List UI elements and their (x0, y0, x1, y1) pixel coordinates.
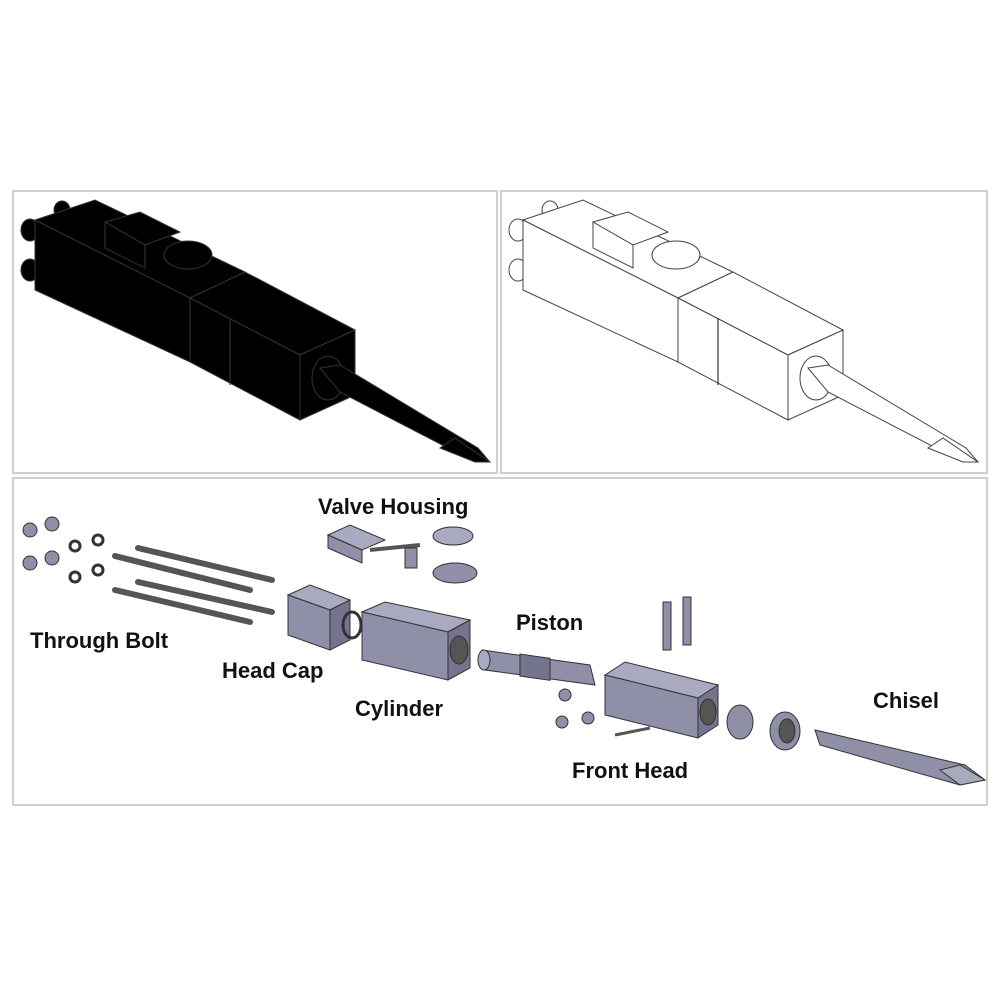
chisel-part (814, 729, 987, 786)
assembled-breaker-solid: .solid .lt{fill:#a9a9c0}.solid .md{fill:… (20, 199, 491, 463)
piston-part (477, 649, 596, 686)
label-valve-housing: Valve Housing (318, 494, 469, 519)
exploded-parts (22, 516, 987, 786)
front-head-part (555, 596, 720, 739)
valve-housing-parts (326, 524, 478, 584)
label-through-bolt: Through Bolt (30, 628, 169, 653)
label-chisel: Chisel (873, 688, 940, 713)
head-cap-part (286, 584, 363, 651)
exploded-view-panel (12, 477, 988, 806)
assembled-breaker-transparent (508, 199, 979, 463)
cylinder-part (360, 601, 472, 681)
bushings (726, 704, 801, 751)
label-head-cap: Head Cap (222, 658, 324, 683)
label-piston: Piston (516, 610, 584, 635)
label-cylinder: Cylinder (355, 696, 444, 721)
label-front-head: Front Head (572, 758, 689, 783)
nuts (22, 516, 105, 584)
through-bolts (112, 545, 275, 625)
